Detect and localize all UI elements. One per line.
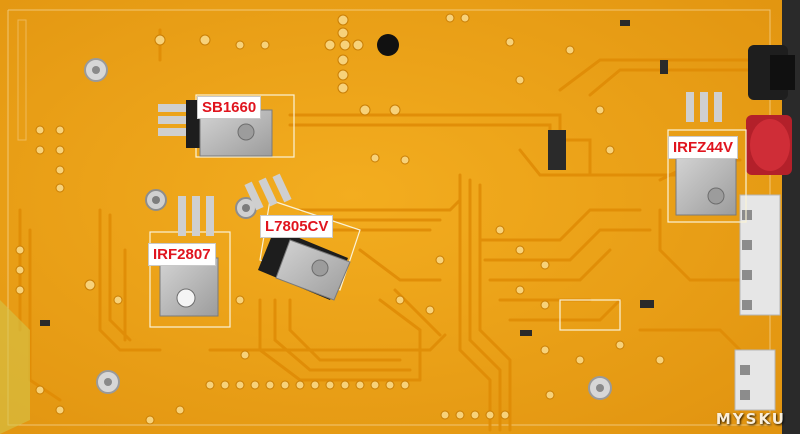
left-edge-cutout	[0, 300, 30, 434]
bottom-pin-header	[205, 380, 510, 420]
vias-and-pads	[15, 13, 665, 425]
irfz44v-package	[675, 92, 737, 216]
label-irfz44v: IRFZ44V	[668, 136, 739, 159]
mounting-holes	[84, 34, 612, 400]
right-edge-connectors	[734, 45, 795, 411]
irf2807-package	[159, 196, 219, 317]
pcb-substrate	[0, 0, 782, 434]
label-sb1660: SB1660	[197, 96, 262, 119]
label-irf2807: IRF2807	[148, 243, 216, 266]
smd-components	[40, 20, 668, 336]
label-l7805cv: L7805CV	[260, 215, 334, 238]
l7805cv-package	[244, 173, 351, 301]
watermark: MYSKU	[715, 410, 786, 428]
